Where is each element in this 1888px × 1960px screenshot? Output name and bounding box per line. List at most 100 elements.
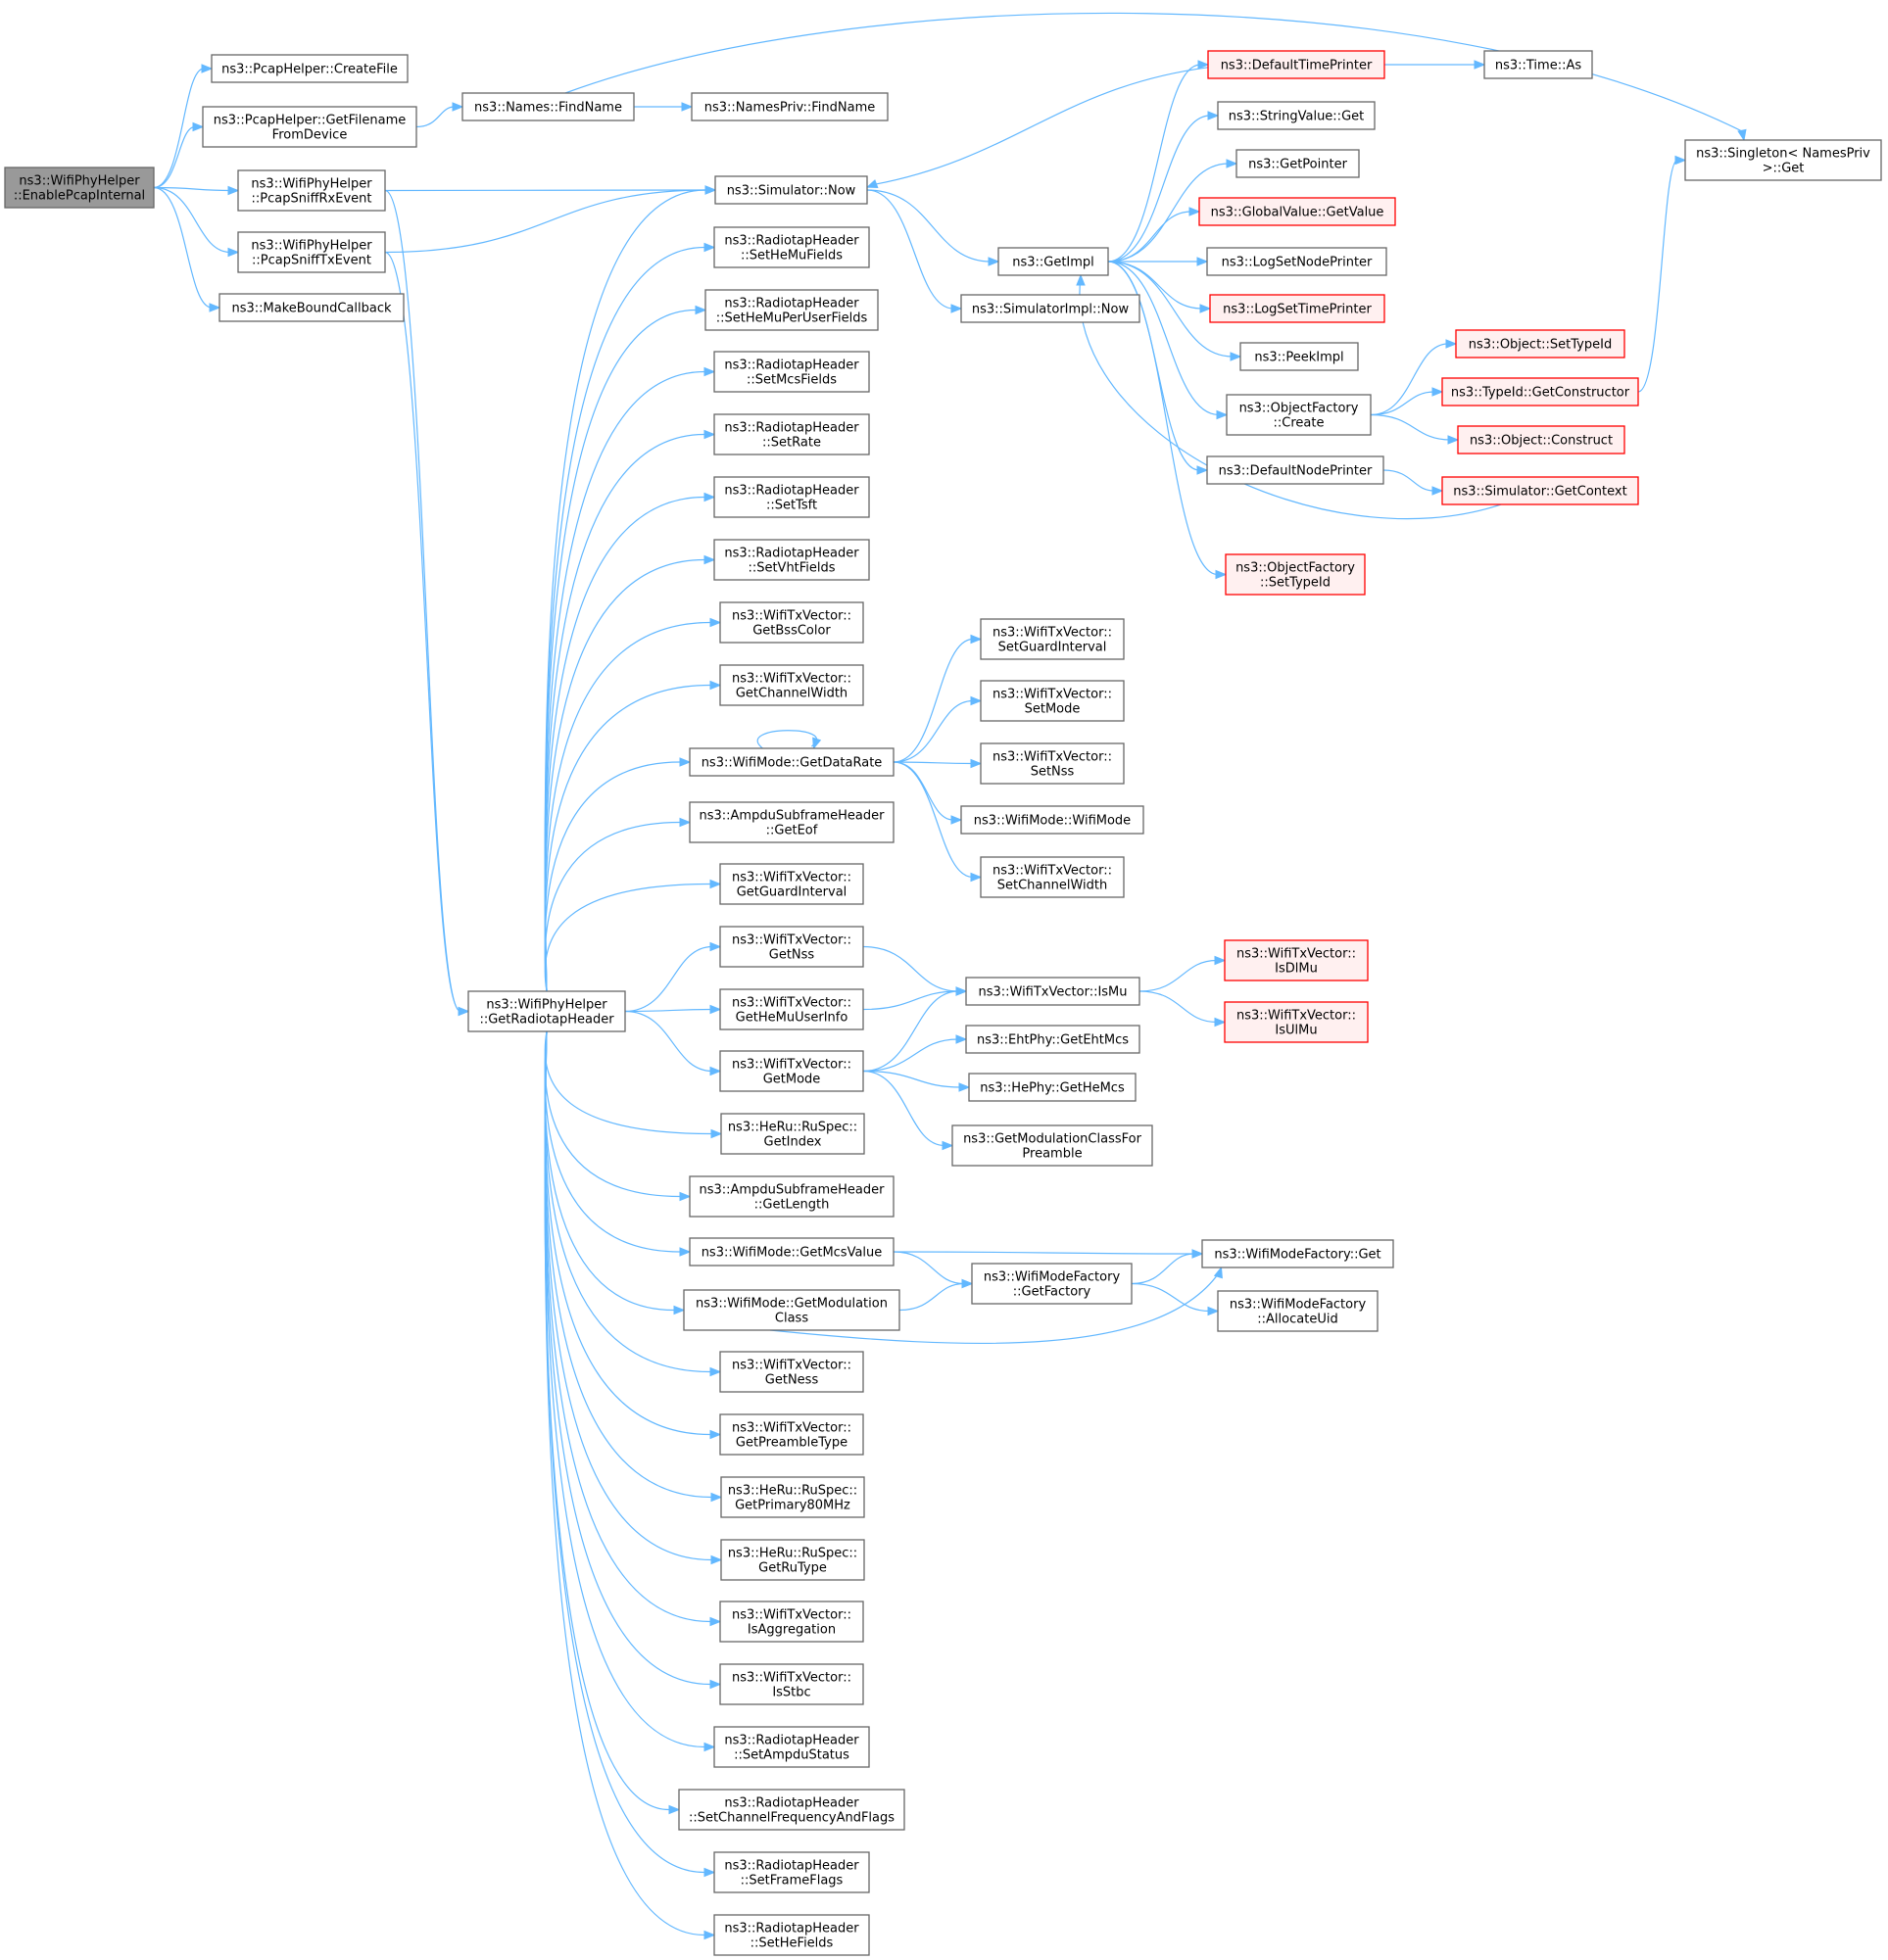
edge-get-radiotap-to-mode-get-data-rate	[544, 761, 681, 992]
node-sim-get-context[interactable]: ns3::Simulator::GetContext	[1441, 476, 1639, 505]
node-get-pointer[interactable]: ns3::GetPointer	[1235, 149, 1360, 178]
node-label-line: ns3::RadiotapHeader	[724, 421, 859, 436]
edge-arrowhead	[942, 1140, 954, 1151]
edge-arrowhead	[1431, 387, 1444, 397]
node-label-line: ns3::WifiModeFactory	[1230, 1298, 1367, 1313]
node-label-line: ::SetFrameFlags	[741, 1874, 844, 1888]
node-obj-construct[interactable]: ns3::Object::Construct	[1457, 425, 1625, 454]
node-he-get-mcs[interactable]: ns3::HePhy::GetHeMcs	[968, 1073, 1137, 1102]
node-txv-get-gi[interactable]: ns3::WifiTxVector::GetGuardInterval	[719, 863, 864, 905]
node-root[interactable]: ns3::WifiPhyHelper::EnablePcapInternal	[4, 167, 155, 209]
node-txv-is-stbc[interactable]: ns3::WifiTxVector::IsStbc	[719, 1663, 864, 1705]
node-label-line: SetGuardInterval	[998, 641, 1107, 655]
node-txv-set-mode[interactable]: ns3::WifiTxVector::SetMode	[980, 680, 1125, 722]
node-rh-set-mcs[interactable]: ns3::RadiotapHeader::SetMcsFields	[713, 351, 870, 393]
node-txv-is-ul-mu[interactable]: ns3::WifiTxVector::IsUlMu	[1224, 1001, 1369, 1043]
node-box	[1207, 50, 1385, 79]
node-sim-now[interactable]: ns3::Simulator::Now	[714, 175, 868, 205]
node-he-ru-get-index[interactable]: ns3::HeRu::RuSpec::GetIndex	[720, 1113, 865, 1155]
node-obj-fact-set-type-id[interactable]: ns3::ObjectFactory::SetTypeId	[1225, 553, 1366, 596]
node-type-id-get-ctor[interactable]: ns3::TypeId::GetConstructor	[1441, 377, 1639, 406]
node-label-line: GetHeMuUserInfo	[736, 1011, 848, 1026]
node-rh-set-he-mu-per-user[interactable]: ns3::RadiotapHeader::SetHeMuPerUserField…	[704, 289, 879, 331]
node-obj-set-type-id[interactable]: ns3::Object::SetTypeId	[1455, 329, 1625, 359]
node-rh-set-vht[interactable]: ns3::RadiotapHeader::SetVhtFields	[713, 539, 870, 581]
node-eht-get-mcs[interactable]: ns3::EhtPhy::GetEhtMcs	[965, 1025, 1140, 1054]
node-mode-get-data-rate[interactable]: ns3::WifiMode::GetDataRate	[689, 747, 895, 777]
node-rh-set-ampdu[interactable]: ns3::RadiotapHeader::SetAmpduStatus	[713, 1726, 870, 1768]
node-label-line: ns3::WifiTxVector::	[732, 871, 851, 885]
node-pcap-create-file[interactable]: ns3::PcapHelper::CreateFile	[211, 54, 409, 83]
node-rh-set-he-mu[interactable]: ns3::RadiotapHeader::SetHeMuFields	[713, 226, 870, 268]
node-label-line: ns3::PcapHelper::CreateFile	[221, 63, 398, 77]
node-label-line: ::SetHeFields	[750, 1936, 834, 1951]
edge-arrowhead	[709, 1366, 722, 1377]
node-rh-set-chan-freq[interactable]: ns3::RadiotapHeader::SetChannelFrequency…	[678, 1789, 905, 1831]
node-label-line: Class	[775, 1312, 808, 1326]
node-def-node-printer[interactable]: ns3::DefaultNodePrinter	[1206, 455, 1384, 485]
node-label-line: ns3::RadiotapHeader	[724, 1734, 859, 1748]
node-label-line: ::SetTypeId	[1260, 576, 1331, 591]
node-rh-set-tsft[interactable]: ns3::RadiotapHeader::SetTsft	[713, 476, 870, 518]
node-box	[202, 106, 417, 148]
node-txv-get-nss[interactable]: ns3::WifiTxVector::GetNss	[719, 926, 864, 968]
node-rh-set-rate[interactable]: ns3::RadiotapHeader::SetRate	[713, 413, 870, 455]
node-mode-ctor[interactable]: ns3::WifiMode::WifiMode	[960, 805, 1144, 835]
node-make-bound[interactable]: ns3::MakeBoundCallback	[218, 293, 405, 322]
node-get-impl[interactable]: ns3::GetImpl	[997, 247, 1109, 276]
node-txv-get-ness[interactable]: ns3::WifiTxVector::GetNess	[719, 1351, 864, 1393]
edge-get-impl-to-obj-fact-set-type-id	[1107, 261, 1219, 576]
node-sniff-tx[interactable]: ns3::WifiPhyHelper::PcapSniffTxEvent	[237, 231, 386, 273]
node-label-line: GetGuardInterval	[737, 885, 847, 900]
node-log-set-time[interactable]: ns3::LogSetTimePrinter	[1209, 294, 1385, 323]
node-peek-impl[interactable]: ns3::PeekImpl	[1239, 342, 1359, 371]
node-box	[968, 1073, 1137, 1102]
node-label-line: ns3::RadiotapHeader	[724, 484, 859, 499]
node-ampdu-get-eof[interactable]: ns3::AmpduSubframeHeader::GetEof	[689, 801, 895, 843]
node-txv-is-dl-mu[interactable]: ns3::WifiTxVector::IsDlMu	[1224, 939, 1369, 981]
node-txv-is-agg[interactable]: ns3::WifiTxVector::IsAggregation	[719, 1601, 864, 1643]
node-box	[980, 618, 1125, 660]
node-txv-set-chan-w[interactable]: ns3::WifiTxVector::SetChannelWidth	[980, 856, 1125, 898]
node-global-val-get[interactable]: ns3::GlobalValue::GetValue	[1198, 197, 1396, 226]
node-names-priv-find[interactable]: ns3::NamesPriv::FindName	[691, 92, 889, 121]
node-time-as[interactable]: ns3::Time::As	[1483, 50, 1593, 79]
edge-arrowhead	[703, 1867, 716, 1878]
node-txv-set-nss[interactable]: ns3::WifiTxVector::SetNss	[980, 742, 1125, 785]
node-he-ru-get-p80[interactable]: ns3::HeRu::RuSpec::GetPrimary80MHz	[720, 1476, 865, 1518]
node-sniff-rx[interactable]: ns3::WifiPhyHelper::PcapSniffRxEvent	[237, 169, 386, 212]
node-txv-get-he-mu-user[interactable]: ns3::WifiTxVector::GetHeMuUserInfo	[719, 988, 864, 1030]
node-he-ru-get-ru-type[interactable]: ns3::HeRu::RuSpec::GetRuType	[720, 1539, 865, 1581]
node-mf-alloc-uid[interactable]: ns3::WifiModeFactory::AllocateUid	[1217, 1290, 1379, 1332]
node-log-set-node[interactable]: ns3::LogSetNodePrinter	[1206, 247, 1387, 276]
node-txv-get-bss[interactable]: ns3::WifiTxVector::GetBssColor	[719, 601, 864, 644]
node-txv-get-chan-w[interactable]: ns3::WifiTxVector::GetChannelWidth	[719, 664, 864, 706]
node-txv-get-preamble[interactable]: ns3::WifiTxVector::GetPreambleType	[719, 1413, 864, 1456]
node-obj-fact-create[interactable]: ns3::ObjectFactory::Create	[1226, 394, 1372, 436]
node-txv-get-mode[interactable]: ns3::WifiTxVector::GetMode	[719, 1050, 864, 1092]
node-mf-get[interactable]: ns3::WifiModeFactory::Get	[1201, 1239, 1394, 1268]
edge-arrowhead	[703, 429, 716, 440]
node-box	[1224, 1001, 1369, 1043]
node-label-line: ns3::RadiotapHeader	[724, 547, 859, 561]
node-str-val-get[interactable]: ns3::StringValue::Get	[1217, 101, 1376, 130]
node-def-time-printer[interactable]: ns3::DefaultTimePrinter	[1207, 50, 1385, 79]
node-ampdu-get-len[interactable]: ns3::AmpduSubframeHeader::GetLength	[689, 1175, 895, 1218]
node-box	[461, 92, 635, 121]
node-txv-is-mu[interactable]: ns3::WifiTxVector::IsMu	[965, 977, 1140, 1006]
node-mode-get-mod-class[interactable]: ns3::WifiMode::GetModulationClass	[683, 1289, 900, 1331]
node-mf-get-factory[interactable]: ns3::WifiModeFactory::GetFactory	[971, 1263, 1133, 1305]
node-singleton-get[interactable]: ns3::Singleton< NamesPriv>::Get	[1684, 139, 1882, 181]
edge-arrowhead	[988, 257, 1000, 266]
node-get-radiotap[interactable]: ns3::WifiPhyHelper::GetRadiotapHeader	[467, 990, 626, 1032]
node-names-find[interactable]: ns3::Names::FindName	[461, 92, 635, 121]
node-rh-set-frame-flags[interactable]: ns3::RadiotapHeader::SetFrameFlags	[713, 1851, 870, 1893]
node-mode-get-mcs[interactable]: ns3::WifiMode::GetMcsValue	[689, 1237, 895, 1267]
node-txv-set-gi[interactable]: ns3::WifiTxVector::SetGuardInterval	[980, 618, 1125, 660]
edge-arrowhead	[950, 815, 963, 825]
node-rh-set-he[interactable]: ns3::RadiotapHeader::SetHeFields	[713, 1914, 870, 1956]
node-sim-impl-now[interactable]: ns3::SimulatorImpl::Now	[960, 294, 1140, 323]
node-label-line: ns3::Object::Construct	[1470, 434, 1613, 449]
